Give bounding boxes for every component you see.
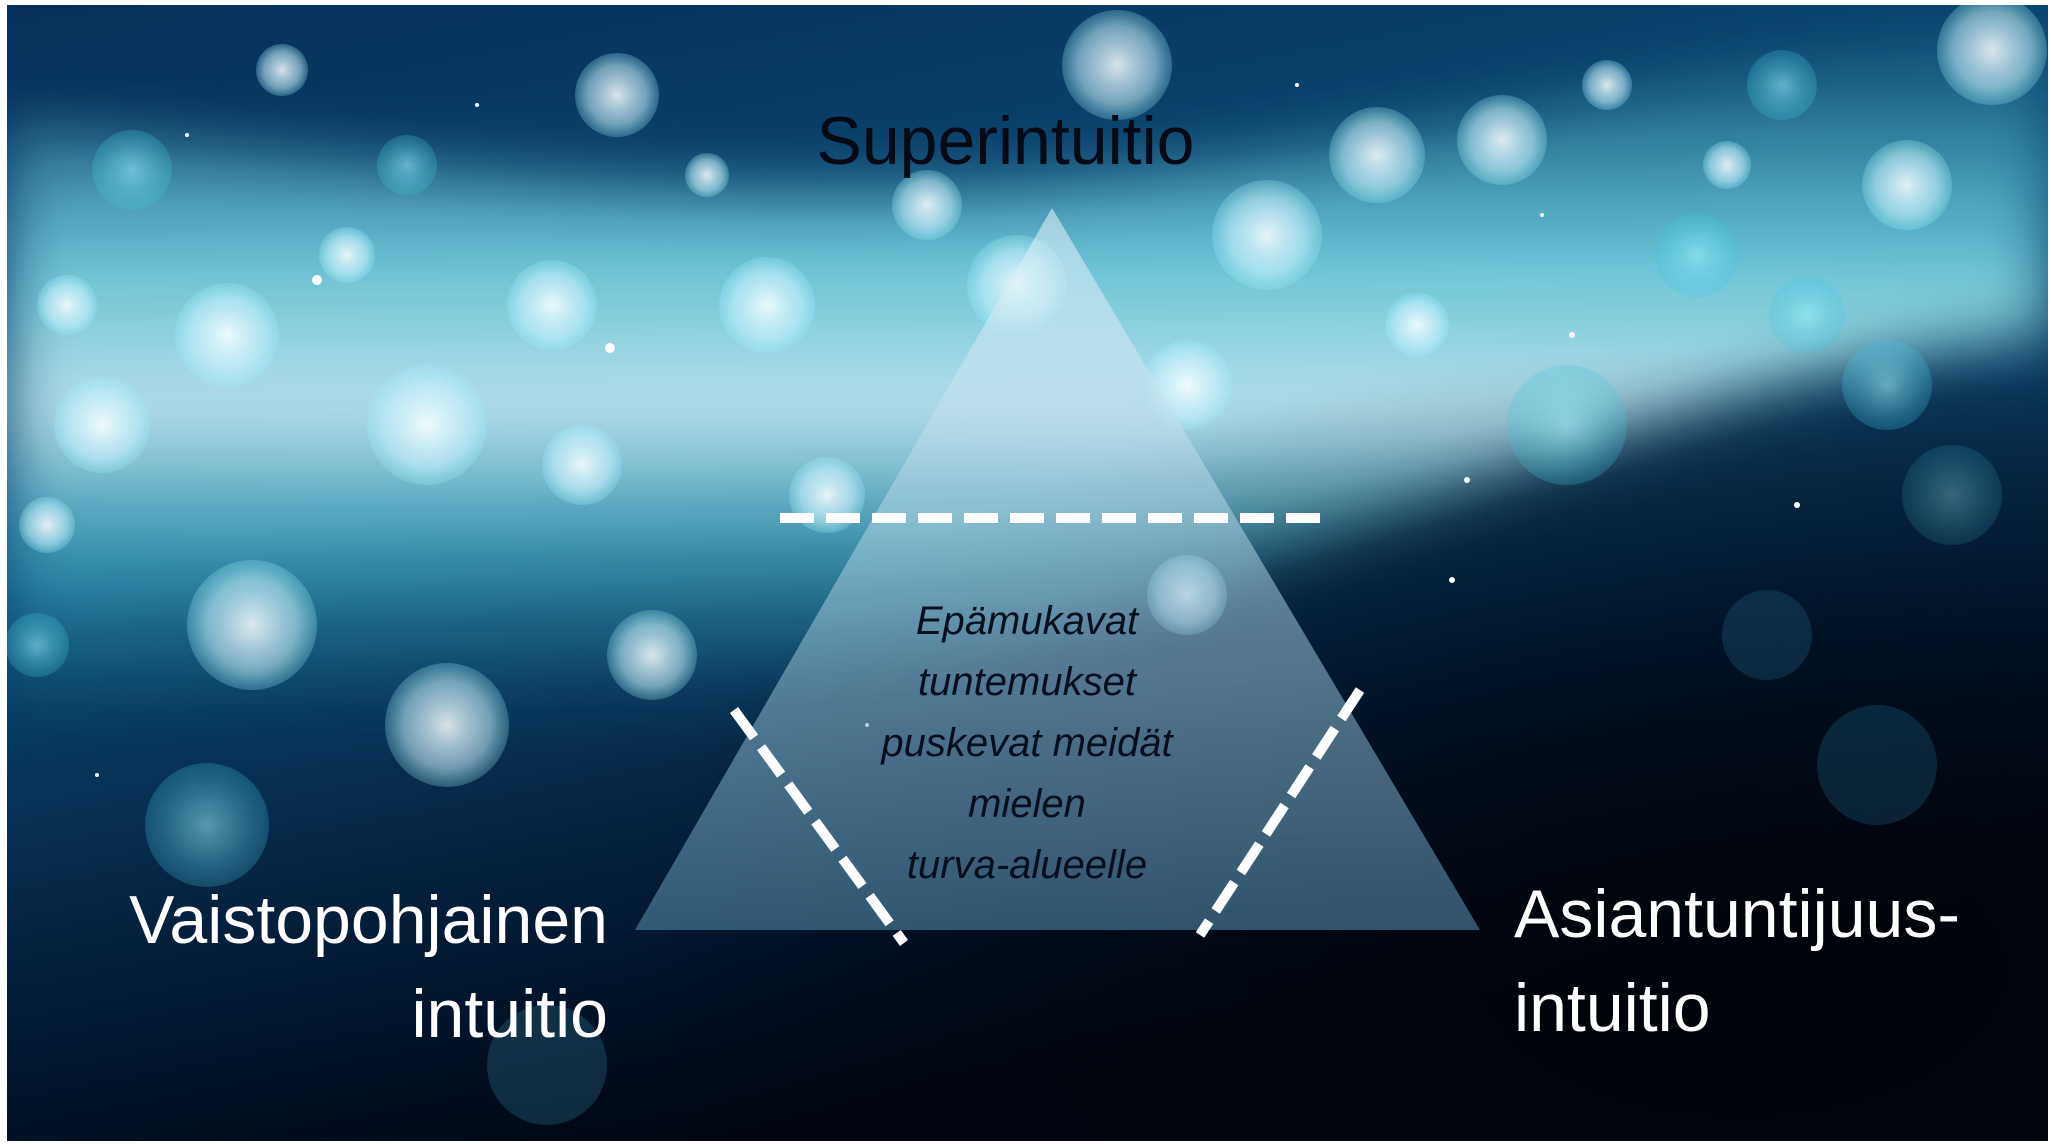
pyramid [635, 208, 1480, 946]
top-label-text: Superintuitio [816, 103, 1195, 179]
left-label-line: Vaistopohjainen [129, 882, 608, 958]
slide: Superintuitio Epämukavat tuntemukset pus… [7, 5, 2048, 1141]
right-label-line: intuitio [1514, 970, 1711, 1046]
center-text-line: Epämukavat [915, 599, 1139, 643]
pyramid-triangle [635, 208, 1480, 930]
left-label-line: intuitio [411, 976, 608, 1052]
right-label: Asiantuntijuus- intuitio [1514, 867, 1960, 1055]
left-label: Vaistopohjainen intuitio [129, 873, 608, 1061]
center-text-line: puskevat meidät [881, 721, 1173, 765]
bokeh-lights [7, 5, 2047, 1125]
right-dashed-divider [1195, 687, 1365, 938]
sparkles [95, 83, 1800, 777]
center-text-line: turva-alueelle [906, 843, 1148, 887]
center-text-line: mielen [968, 782, 1086, 826]
center-text: Epämukavat tuntemukset puskevat meidät m… [857, 591, 1197, 896]
left-dashed-divider [729, 707, 909, 946]
top-label: Superintuitio [7, 107, 2048, 175]
background-and-diagram [7, 5, 2048, 1141]
right-label-line: Asiantuntijuus- [1514, 876, 1961, 952]
center-text-line: tuntemukset [918, 660, 1136, 704]
